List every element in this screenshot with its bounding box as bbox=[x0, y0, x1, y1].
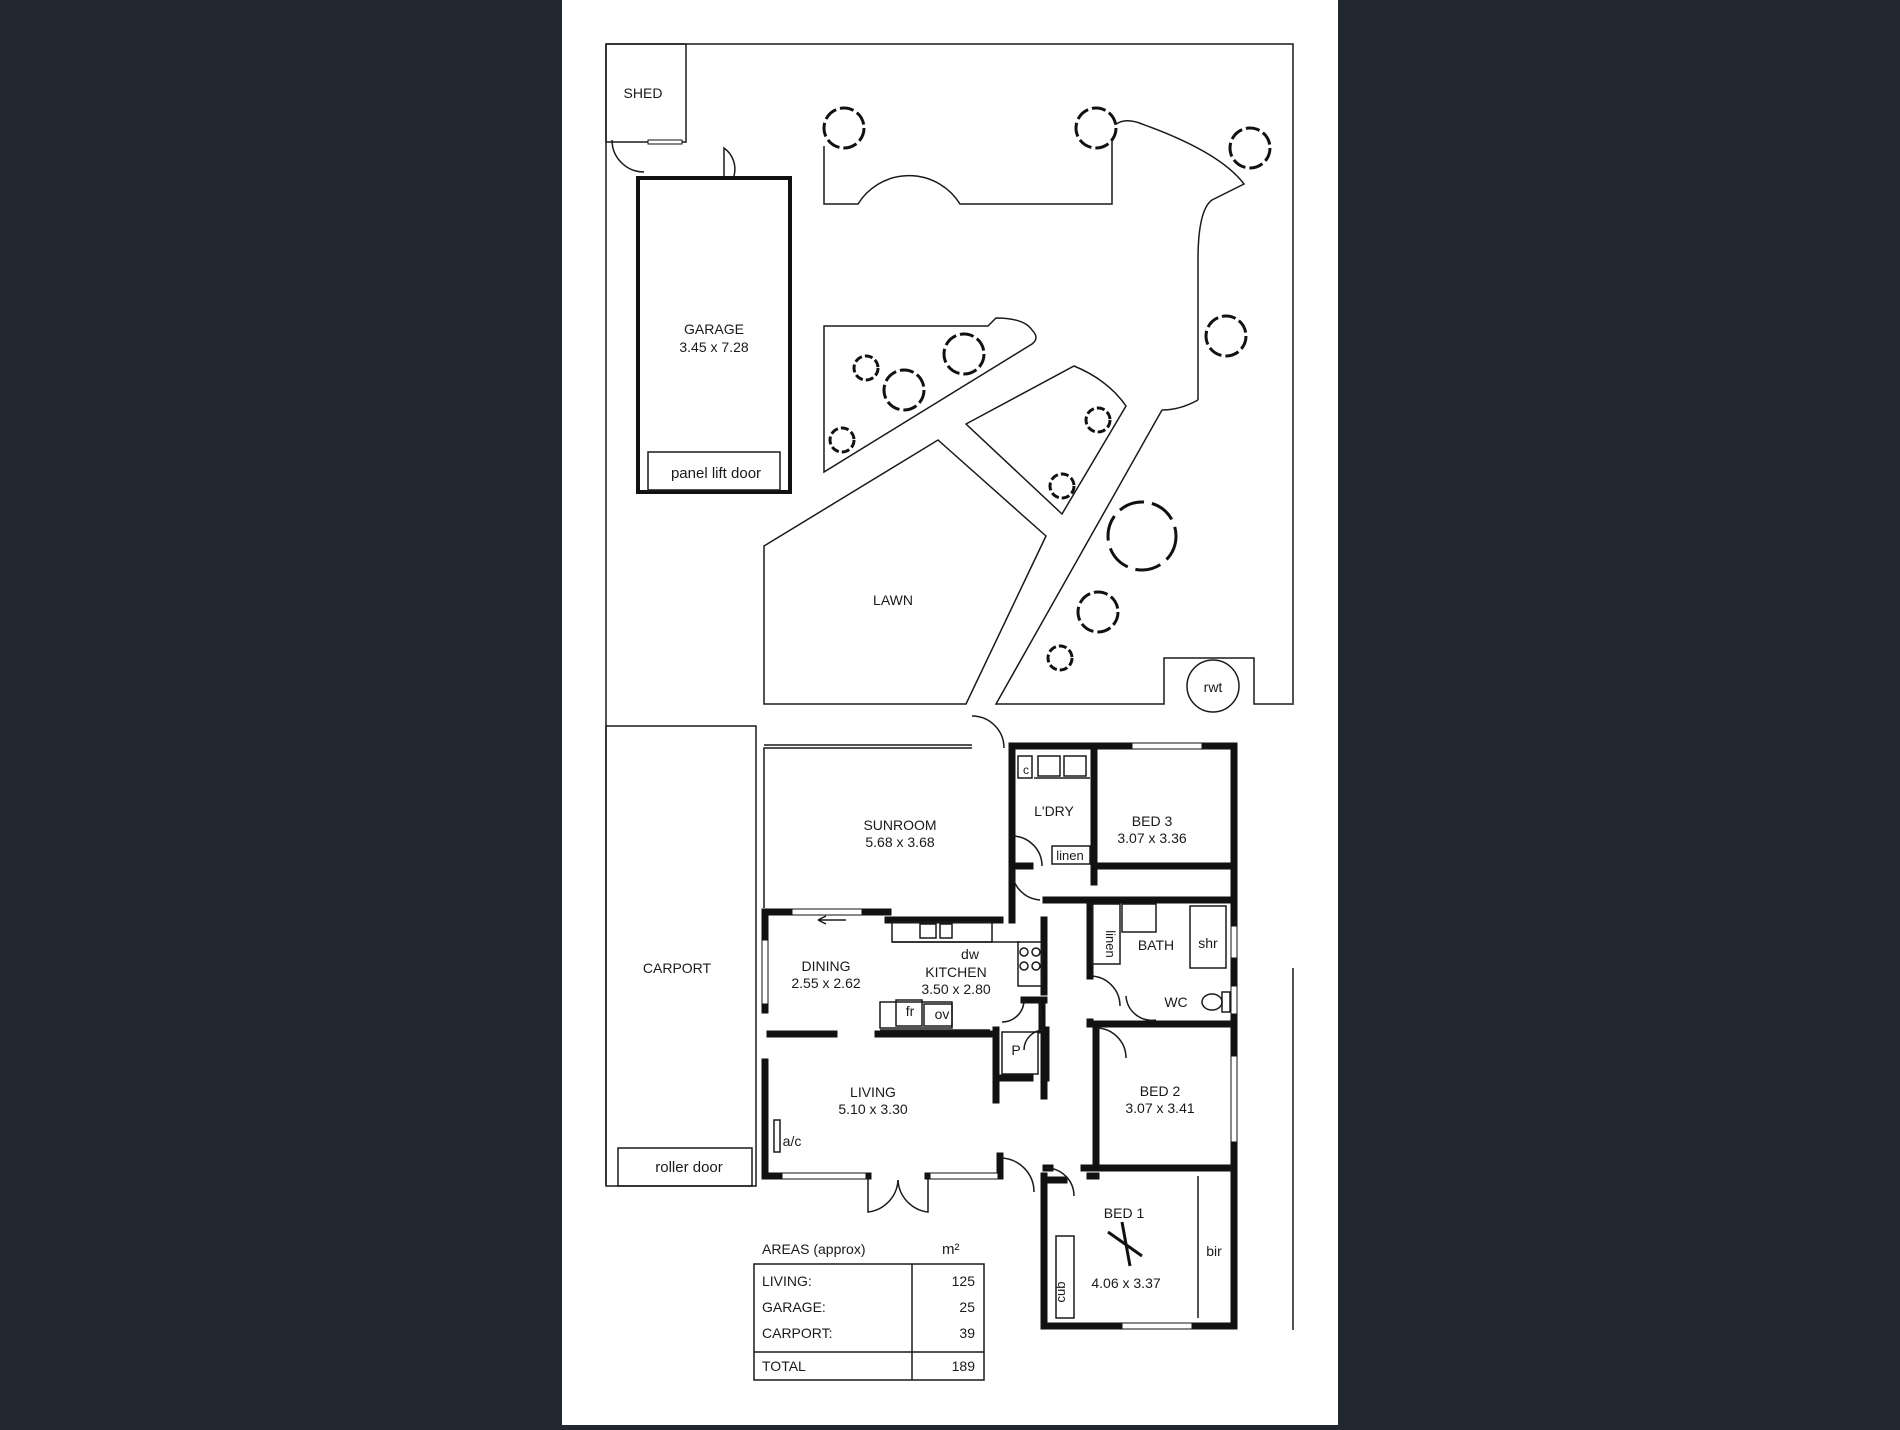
carport: CARPORT roller door bbox=[605, 725, 757, 1187]
garage: GARAGE 3.45 x 7.28 panel lift door bbox=[636, 146, 792, 494]
bed3-dimensions: 3.07 x 3.36 bbox=[1117, 830, 1186, 846]
tree-icon bbox=[1048, 472, 1076, 500]
garden-beds: LAWN rwt bbox=[763, 120, 1292, 713]
lawn-label: LAWN bbox=[873, 592, 913, 608]
garage-name: GARAGE bbox=[684, 321, 744, 337]
bed1-name: BED 1 bbox=[1104, 1205, 1145, 1221]
wc-label: WC bbox=[1164, 994, 1187, 1010]
windows bbox=[761, 742, 1238, 1330]
shed-label: SHED bbox=[624, 85, 663, 101]
dining-dimensions: 2.55 x 2.62 bbox=[791, 975, 860, 991]
laundry-label: L'DRY bbox=[1034, 803, 1074, 819]
sunroom: SUNROOM 5.68 x 3.68 bbox=[763, 715, 1005, 908]
tree-icon bbox=[942, 332, 986, 376]
trees bbox=[822, 106, 1272, 672]
areas-row-value: 25 bbox=[959, 1299, 975, 1315]
areas-total-value: 189 bbox=[952, 1358, 976, 1374]
floor-plan-sheet: SHED GARAGE 3.45 x 7.28 panel lift door … bbox=[562, 0, 1338, 1425]
sunroom-name: SUNROOM bbox=[863, 817, 936, 833]
rainwater-tank-label: rwt bbox=[1204, 679, 1223, 695]
tree-icon bbox=[852, 354, 880, 382]
fixtures bbox=[773, 755, 1231, 1319]
linen-side-label: linen bbox=[1103, 930, 1118, 957]
garage-dimensions: 3.45 x 7.28 bbox=[679, 339, 748, 355]
shower-label: shr bbox=[1198, 935, 1218, 951]
interior-walls bbox=[761, 742, 1238, 1184]
areas-unit: m² bbox=[942, 1241, 960, 1258]
large-tree-icon bbox=[1106, 500, 1178, 572]
linen-top-label: linen bbox=[1056, 848, 1083, 863]
shed: SHED bbox=[605, 43, 687, 173]
areas-row-label: LIVING: bbox=[762, 1273, 812, 1289]
bed1-dimensions: 4.06 x 3.37 bbox=[1091, 1275, 1160, 1291]
kitchen-name: KITCHEN bbox=[925, 964, 986, 980]
built-in-robe-label: bir bbox=[1206, 1243, 1222, 1259]
tree-icon bbox=[1046, 644, 1074, 672]
fridge-label: fr bbox=[906, 1003, 915, 1019]
areas-row-value: 39 bbox=[959, 1325, 975, 1341]
areas-table: AREAS (approx) m² LIVING: 125 GARAGE: 25… bbox=[753, 1241, 985, 1381]
laundry-cupboard-label: c bbox=[1023, 763, 1029, 777]
areas-total-label: TOTAL bbox=[762, 1358, 806, 1374]
dishwasher-label: dw bbox=[961, 946, 980, 962]
doors bbox=[817, 835, 1157, 1213]
tree-icon bbox=[1228, 126, 1272, 170]
bed3-name: BED 3 bbox=[1132, 813, 1173, 829]
areas-title: AREAS (approx) bbox=[762, 1241, 865, 1257]
sunroom-dimensions: 5.68 x 3.68 bbox=[865, 834, 934, 850]
tree-icon bbox=[822, 106, 866, 150]
areas-row-value: 125 bbox=[952, 1273, 976, 1289]
ceiling-fan-icon bbox=[1107, 1221, 1143, 1267]
cupboard-label: cub bbox=[1053, 1282, 1068, 1303]
living-dimensions: 5.10 x 3.30 bbox=[838, 1101, 907, 1117]
pantry-label: P bbox=[1011, 1042, 1020, 1058]
tree-icon bbox=[882, 368, 926, 412]
room-labels: c L'DRY linen BED 3 3.07 x 3.36 linen BA… bbox=[783, 763, 1222, 1302]
areas-row-label: CARPORT: bbox=[762, 1325, 833, 1341]
bed2-name: BED 2 bbox=[1140, 1083, 1181, 1099]
kitchen-dimensions: 3.50 x 2.80 bbox=[921, 981, 990, 997]
tree-icon bbox=[1204, 314, 1248, 358]
roller-door-label: roller door bbox=[655, 1159, 723, 1176]
bath-label: BATH bbox=[1138, 937, 1174, 953]
living-name: LIVING bbox=[850, 1084, 896, 1100]
areas-row-label: GARAGE: bbox=[762, 1299, 826, 1315]
dining-name: DINING bbox=[802, 958, 851, 974]
oven-label: ov bbox=[935, 1006, 950, 1022]
bed2-dimensions: 3.07 x 3.41 bbox=[1125, 1100, 1194, 1116]
panel-lift-door-label: panel lift door bbox=[671, 465, 761, 482]
tree-icon bbox=[1074, 106, 1118, 150]
site-boundary bbox=[605, 43, 1294, 1330]
carport-label: CARPORT bbox=[643, 960, 712, 976]
tree-icon bbox=[1084, 406, 1112, 434]
tree-icon bbox=[828, 426, 856, 454]
floor-plan: SHED GARAGE 3.45 x 7.28 panel lift door … bbox=[605, 43, 1294, 1381]
air-conditioner-label: a/c bbox=[783, 1133, 802, 1149]
tree-icon bbox=[1076, 590, 1120, 634]
